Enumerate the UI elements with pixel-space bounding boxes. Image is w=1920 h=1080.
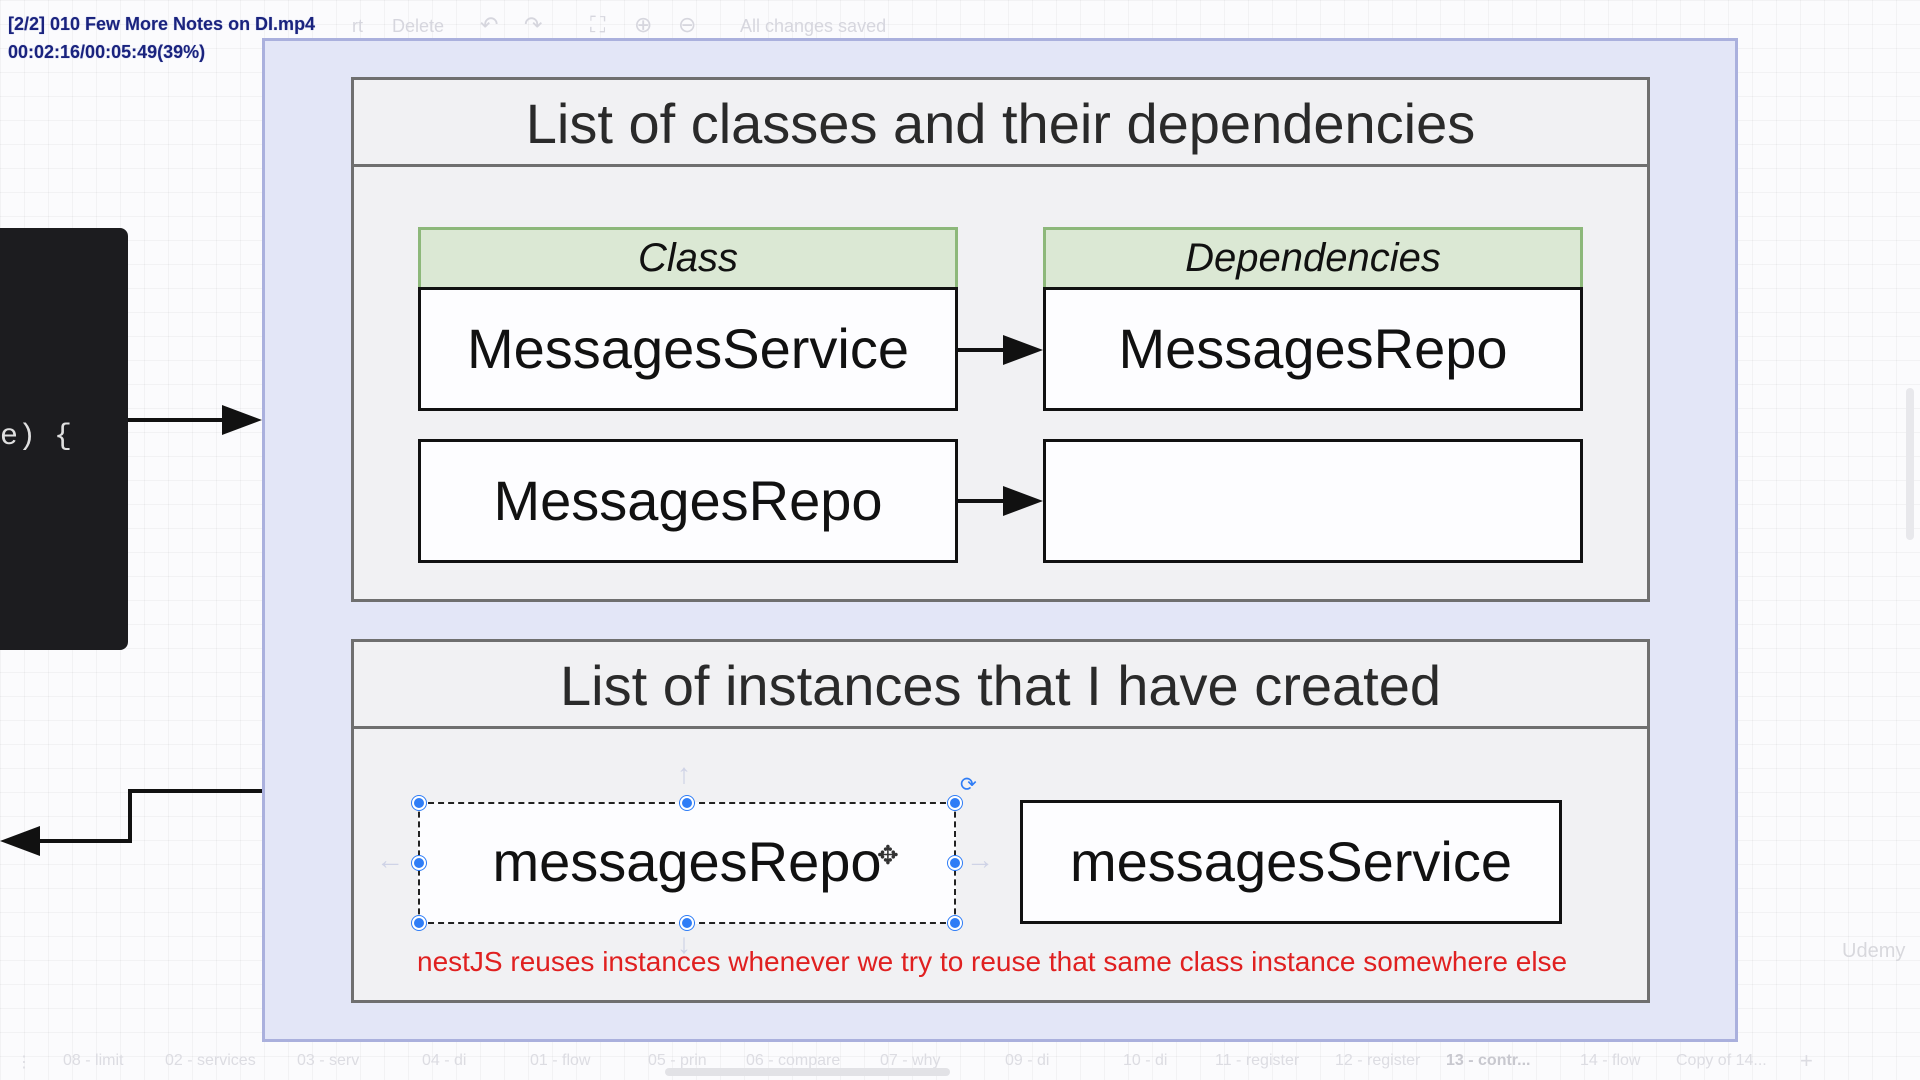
tab-10-di[interactable]: 10 - di [1123, 1052, 1168, 1069]
zoom-in-icon[interactable]: ⊕ [634, 12, 653, 37]
udemy-watermark: Udemy [1842, 940, 1906, 962]
tab-07-why[interactable]: 07 - why [880, 1052, 941, 1069]
arrow-right-icon [222, 405, 262, 435]
zoom-out-icon[interactable]: ⊖ [678, 12, 697, 37]
page-tabs: ⋮ 08 - limit 02 - services 03 - serv 04 … [0, 1046, 1920, 1074]
tab-08-limit[interactable]: 08 - limit [63, 1052, 124, 1069]
class-cell-row2[interactable]: MessagesRepo [418, 439, 958, 563]
annotation-note: nestJS reuses instances whenever we try … [417, 946, 1568, 977]
code-fragment: e) { [0, 420, 73, 454]
connector-right-line [128, 418, 238, 422]
connect-up-arrow-icon[interactable]: ↑ [677, 758, 691, 789]
fit-icon[interactable]: ⛶ [590, 12, 606, 37]
insert-button[interactable]: rt [352, 16, 363, 36]
dependencies-panel-title: List of classes and their dependencies [354, 80, 1647, 167]
selection-handle-top[interactable] [680, 796, 694, 810]
selection-handle-left[interactable] [412, 856, 426, 870]
dependency-cell-row2[interactable] [1043, 439, 1583, 563]
tab-06-compare[interactable]: 06 - compare [746, 1052, 841, 1069]
tab-05-prin[interactable]: 05 - prin [648, 1052, 707, 1069]
dependency-cell-row1[interactable]: MessagesRepo [1043, 287, 1583, 411]
class-cell-row1[interactable]: MessagesService [418, 287, 958, 411]
tab-11-register[interactable]: 11 - register [1215, 1052, 1300, 1069]
tab-13-contr[interactable]: 13 - contr... [1446, 1052, 1531, 1069]
vertical-scrollbar[interactable] [1906, 388, 1914, 540]
save-status: All changes saved [740, 16, 887, 36]
video-timecode: 00:02:16/00:05:49(39%) [8, 42, 206, 62]
connect-right-arrow-icon[interactable]: → [966, 844, 994, 875]
connector-return-top [128, 789, 262, 793]
tab-01-flow[interactable]: 01 - flow [530, 1052, 591, 1069]
dependency-arrow-line-row1 [958, 348, 1010, 352]
connector-return-vertical [128, 789, 132, 843]
selection-handle-top-left[interactable] [412, 796, 426, 810]
instances-panel-title: List of instances that I have created [354, 642, 1647, 729]
selection-handle-bottom-right[interactable] [948, 916, 962, 930]
video-overlay: [2/2] 010 Few More Notes on DI.mp4 00:02… [8, 10, 315, 66]
code-panel [0, 228, 128, 650]
dependencies-header: Dependencies [1043, 227, 1583, 290]
page-menu-icon[interactable]: ⋮ [16, 1054, 32, 1071]
connector-return-bottom [30, 839, 132, 843]
tab-copy-of-14[interactable]: Copy of 14... [1676, 1052, 1767, 1069]
arrow-left-icon [0, 826, 40, 856]
class-header: Class [418, 227, 958, 290]
arrow-right-icon [1003, 486, 1043, 516]
tab-02-services[interactable]: 02 - services [165, 1052, 256, 1069]
selection-handle-bottom-left[interactable] [412, 916, 426, 930]
selection-handle-right[interactable] [948, 856, 962, 870]
selection-handle-bottom[interactable] [680, 916, 694, 930]
tab-09-di[interactable]: 09 - di [1005, 1052, 1050, 1069]
tab-03-serv[interactable]: 03 - serv [297, 1052, 360, 1069]
undo-icon[interactable]: ↶ [480, 12, 499, 37]
tab-14-flow[interactable]: 14 - flow [1580, 1052, 1641, 1069]
video-filename: [2/2] 010 Few More Notes on DI.mp4 [8, 14, 316, 34]
arrow-right-icon [1003, 335, 1043, 365]
redo-icon[interactable]: ↷ [524, 12, 543, 37]
delete-button[interactable]: Delete [392, 16, 445, 36]
selection-handle-top-right[interactable] [948, 796, 962, 810]
horizontal-scrollbar[interactable] [665, 1068, 950, 1076]
dependency-arrow-line-row2 [958, 499, 1010, 503]
instance-box-messages-service[interactable]: messagesService [1020, 800, 1562, 924]
rotate-handle-icon[interactable]: ⟳ [960, 774, 977, 796]
top-toolbar: rt Delete ↶ ↷ ⛶ ⊕ ⊖ All changes saved [262, 0, 1738, 52]
tab-12-register[interactable]: 12 - register [1335, 1052, 1421, 1069]
instance-box-messages-repo[interactable]: messagesRepo [418, 802, 956, 924]
connect-left-arrow-icon[interactable]: ← [376, 844, 404, 875]
move-cursor-icon: ✥ [877, 840, 899, 870]
tab-04-di[interactable]: 04 - di [422, 1052, 467, 1069]
add-page-button[interactable]: + [1800, 1048, 1813, 1073]
connect-down-arrow-icon[interactable]: ↓ [677, 928, 691, 959]
